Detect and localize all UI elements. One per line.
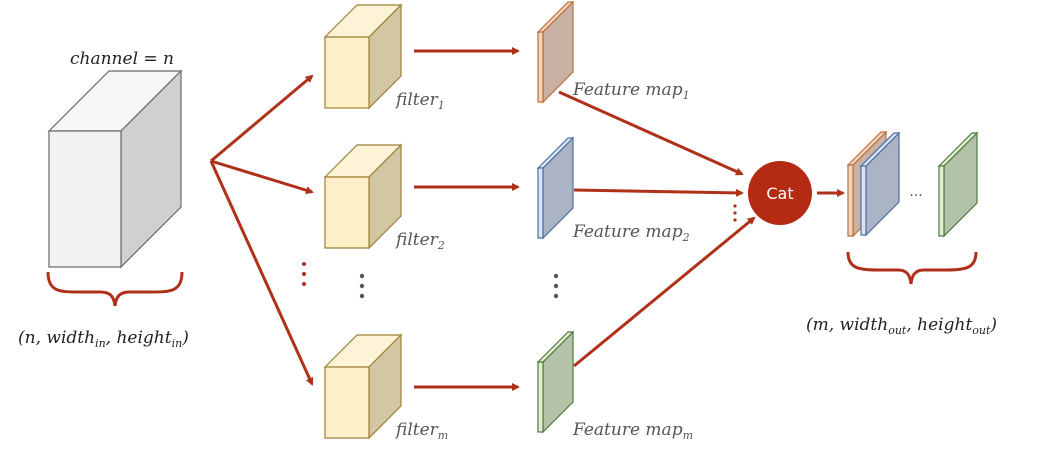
- input-shape-label: (n, widthin, heightin): [18, 328, 189, 350]
- filter-label: filterm: [394, 420, 448, 442]
- filter-label: filter2: [394, 230, 445, 252]
- branch-arrow-1: [210, 74, 314, 163]
- concat-circle: [748, 161, 812, 225]
- branch-dots: [302, 262, 306, 286]
- fmap-to-cat-arrow-2: [573, 188, 744, 197]
- filter-front-face: [324, 366, 370, 439]
- feature-map-3: Feature mapm: [536, 330, 693, 442]
- filter-label: filter1: [394, 90, 445, 112]
- concat-node: Cat: [748, 161, 812, 225]
- fmap-to-cat-arrow-1: [558, 90, 744, 176]
- input-tensor-cube: [47, 69, 183, 269]
- feature-map-label: Feature mapm: [572, 420, 693, 442]
- filter-cube-2: filter2: [323, 143, 445, 252]
- feature-map-1: Feature map1: [536, 0, 690, 104]
- feature-map-label: Feature map1: [572, 80, 690, 102]
- filter-cube-3: filterm: [323, 333, 448, 442]
- feature-map-dots: [553, 273, 559, 299]
- branch-arrow-m: [209, 160, 314, 386]
- input-cube-front: [48, 130, 122, 268]
- output-plate-2: [859, 131, 901, 237]
- filter-front-face: [324, 36, 370, 109]
- feature-map-label: Feature map2: [572, 222, 690, 244]
- concat-label: Cat: [766, 184, 793, 203]
- filter-cube-1: filter1: [323, 3, 445, 112]
- input-brace: [46, 271, 184, 307]
- filter-front-face: [324, 176, 370, 249]
- output-shape-label: (m, widthout, heightout): [806, 315, 997, 337]
- feature-map-2: Feature map2: [536, 136, 690, 244]
- output-ellipsis: ···: [909, 188, 922, 204]
- filter-dots: [359, 273, 365, 299]
- output-plate-m: [937, 131, 979, 238]
- fmap-to-cat-arrow-m: [573, 216, 756, 368]
- cat-input-dots: [733, 204, 737, 222]
- channel-label: channel = n: [70, 49, 174, 69]
- output-brace: [846, 251, 978, 285]
- branch-arrow-2: [210, 159, 314, 195]
